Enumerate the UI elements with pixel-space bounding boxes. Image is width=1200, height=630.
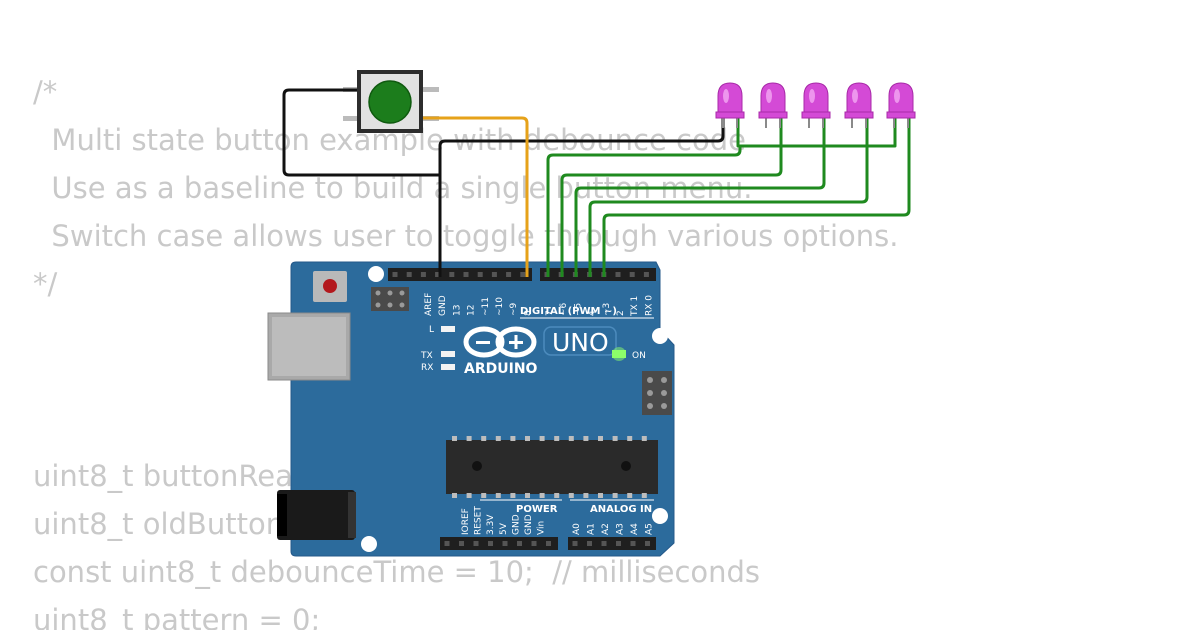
model-box — [543, 326, 617, 356]
pin-label: A5 — [645, 523, 655, 535]
pin-label: 4 — [588, 310, 598, 316]
wire-gnd — [438, 118, 725, 277]
on-led-glow — [612, 347, 626, 361]
pin-label: 8 — [523, 310, 533, 316]
push-button[interactable] — [343, 70, 439, 133]
mount-hole — [368, 266, 384, 282]
power-header — [440, 537, 558, 550]
led-rx-label: RX — [421, 363, 433, 373]
button-cap[interactable] — [368, 80, 412, 124]
pin-label: TX 1 — [630, 296, 640, 317]
pin-label: 12 — [467, 305, 477, 316]
led-group — [715, 82, 916, 128]
code-line: const uint8_t debounceTime = 10; // mill… — [33, 555, 761, 589]
code-background: /* Multi state button example with debou… — [33, 68, 1193, 630]
pin-label: AREF — [424, 293, 434, 316]
pin-label: RX 0 — [644, 295, 654, 316]
reset-button[interactable] — [323, 279, 337, 293]
digital-header-label: DIGITAL (PWM ~) — [520, 306, 617, 317]
led-l — [441, 326, 455, 332]
led-tx-label: TX — [420, 351, 433, 361]
pin-label: Vin — [537, 521, 547, 535]
code-line: /* — [33, 75, 58, 109]
wire-led-common — [736, 118, 897, 148]
pin-label: GND — [511, 514, 521, 535]
power-jack — [277, 490, 356, 540]
pin-label: A2 — [601, 523, 611, 535]
arduino-board[interactable]: AREF GND 13 12 ~11 ~10 ~9 8 7 ~6 ~5 4 ~3 2 TX 1 RX 0 D… — [267, 261, 675, 557]
led[interactable] — [844, 82, 874, 128]
wires — [282, 88, 911, 277]
led[interactable] — [758, 82, 788, 128]
power-header-label: POWER — [516, 504, 558, 515]
pin-label: ~5 — [573, 303, 583, 316]
led-l-label: L — [429, 325, 434, 335]
pin-label: A3 — [616, 523, 626, 535]
wire-button-gnd-loop — [282, 88, 440, 177]
pin-label: RESET — [474, 506, 484, 535]
pin-label: IOREF — [461, 508, 471, 535]
pin-label: ~9 — [509, 302, 519, 316]
wire-green-pin3 — [602, 118, 911, 277]
mount-hole — [652, 328, 668, 344]
pin-label: A0 — [572, 523, 582, 535]
pin-label: A1 — [587, 523, 597, 535]
atmega-chip — [446, 436, 658, 498]
led[interactable] — [886, 82, 916, 128]
icsp-header-right — [642, 371, 672, 415]
pin-label: GND — [438, 295, 448, 316]
pin-label: 3.3V — [486, 514, 496, 535]
pin-label: 2 — [616, 310, 626, 316]
model-label: UNO — [552, 328, 609, 357]
wire-green-pin5 — [574, 118, 826, 277]
analog-header-label: ANALOG IN — [590, 504, 652, 515]
code-line: */ — [33, 267, 58, 301]
digital-header-left — [388, 268, 532, 281]
wire-orange-pin8 — [423, 116, 529, 277]
pin-label: 13 — [452, 305, 462, 316]
icsp-header-top — [371, 287, 409, 311]
pin-label: GND — [524, 514, 534, 535]
pin-label: 7 — [545, 310, 555, 316]
led[interactable] — [801, 82, 831, 128]
wire-green-pin7 — [546, 146, 742, 277]
wire-green-pin4 — [588, 118, 869, 277]
wire-green-pin6 — [560, 118, 783, 277]
digital-header-right — [540, 268, 656, 281]
pin-label: 5V — [499, 522, 509, 535]
pin-label: ~11 — [481, 297, 491, 316]
led-tx — [441, 351, 455, 357]
usb-port — [267, 312, 351, 381]
pin-label: ~6 — [559, 302, 569, 316]
pin-label: A4 — [630, 523, 640, 535]
led-rx — [441, 364, 455, 370]
brand-label: ARDUINO — [464, 361, 538, 377]
mount-hole — [361, 536, 377, 552]
pin-label: ~10 — [495, 297, 505, 316]
arduino-logo — [463, 326, 537, 358]
led[interactable] — [715, 82, 745, 128]
pin-label: ~3 — [602, 303, 612, 316]
code-line: uint8_t pattern = 0; — [33, 603, 321, 630]
analog-header — [568, 537, 656, 550]
mount-hole — [652, 508, 668, 524]
on-label: ON — [632, 351, 646, 361]
